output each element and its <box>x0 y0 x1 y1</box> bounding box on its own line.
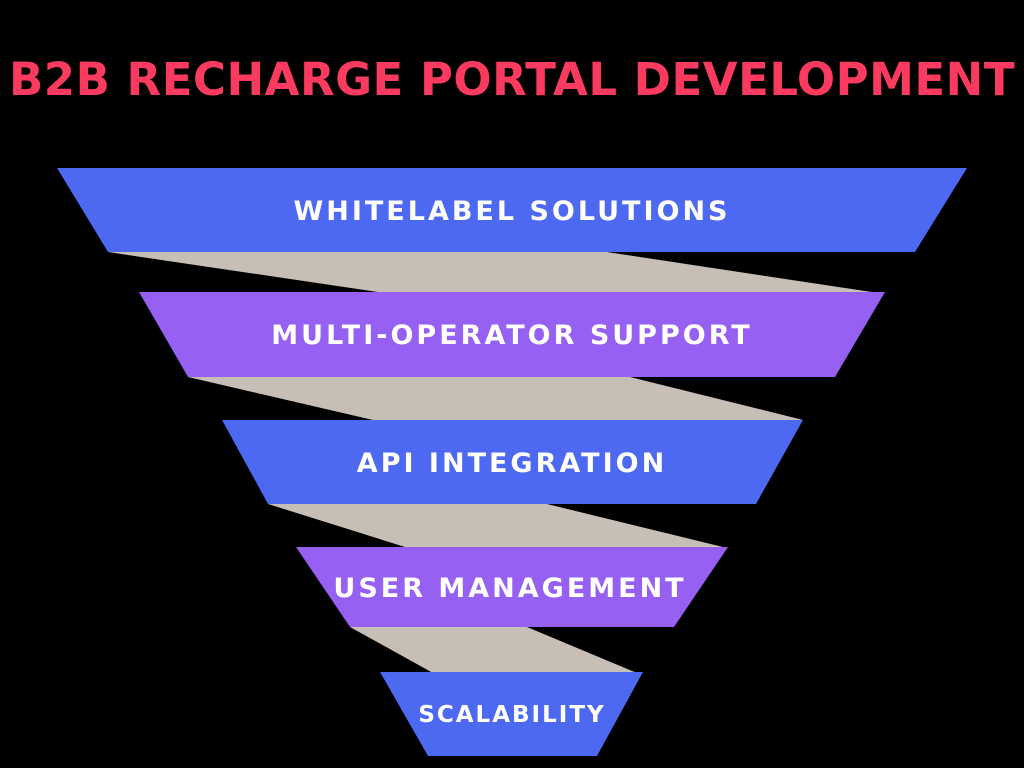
funnel-connector-2 <box>188 377 803 420</box>
funnel-stage-label-3: API INTEGRATION <box>357 448 667 479</box>
funnel-connector-1 <box>108 251 885 294</box>
funnel-stage-shape-4 <box>296 547 728 627</box>
page-title: B2B RECHARGE PORTAL DEVELOPMENT <box>8 53 1016 106</box>
funnel-stage-label-4: USER MANAGEMENT <box>333 573 686 604</box>
funnel-stage-label-5: SCALABILITY <box>418 702 605 728</box>
funnel-connector-3 <box>268 504 723 547</box>
funnel-stage-shape-3 <box>222 420 803 504</box>
funnel-stage-shape-5 <box>380 672 643 756</box>
funnel-connector-4 <box>350 627 637 673</box>
funnel-stage-shape-2 <box>139 292 885 377</box>
funnel-stage-shape-1 <box>57 168 967 252</box>
funnel-stage-label-2: MULTI-OPERATOR SUPPORT <box>271 320 752 351</box>
funnel-stage-label-1: WHITELABEL SOLUTIONS <box>293 196 730 227</box>
